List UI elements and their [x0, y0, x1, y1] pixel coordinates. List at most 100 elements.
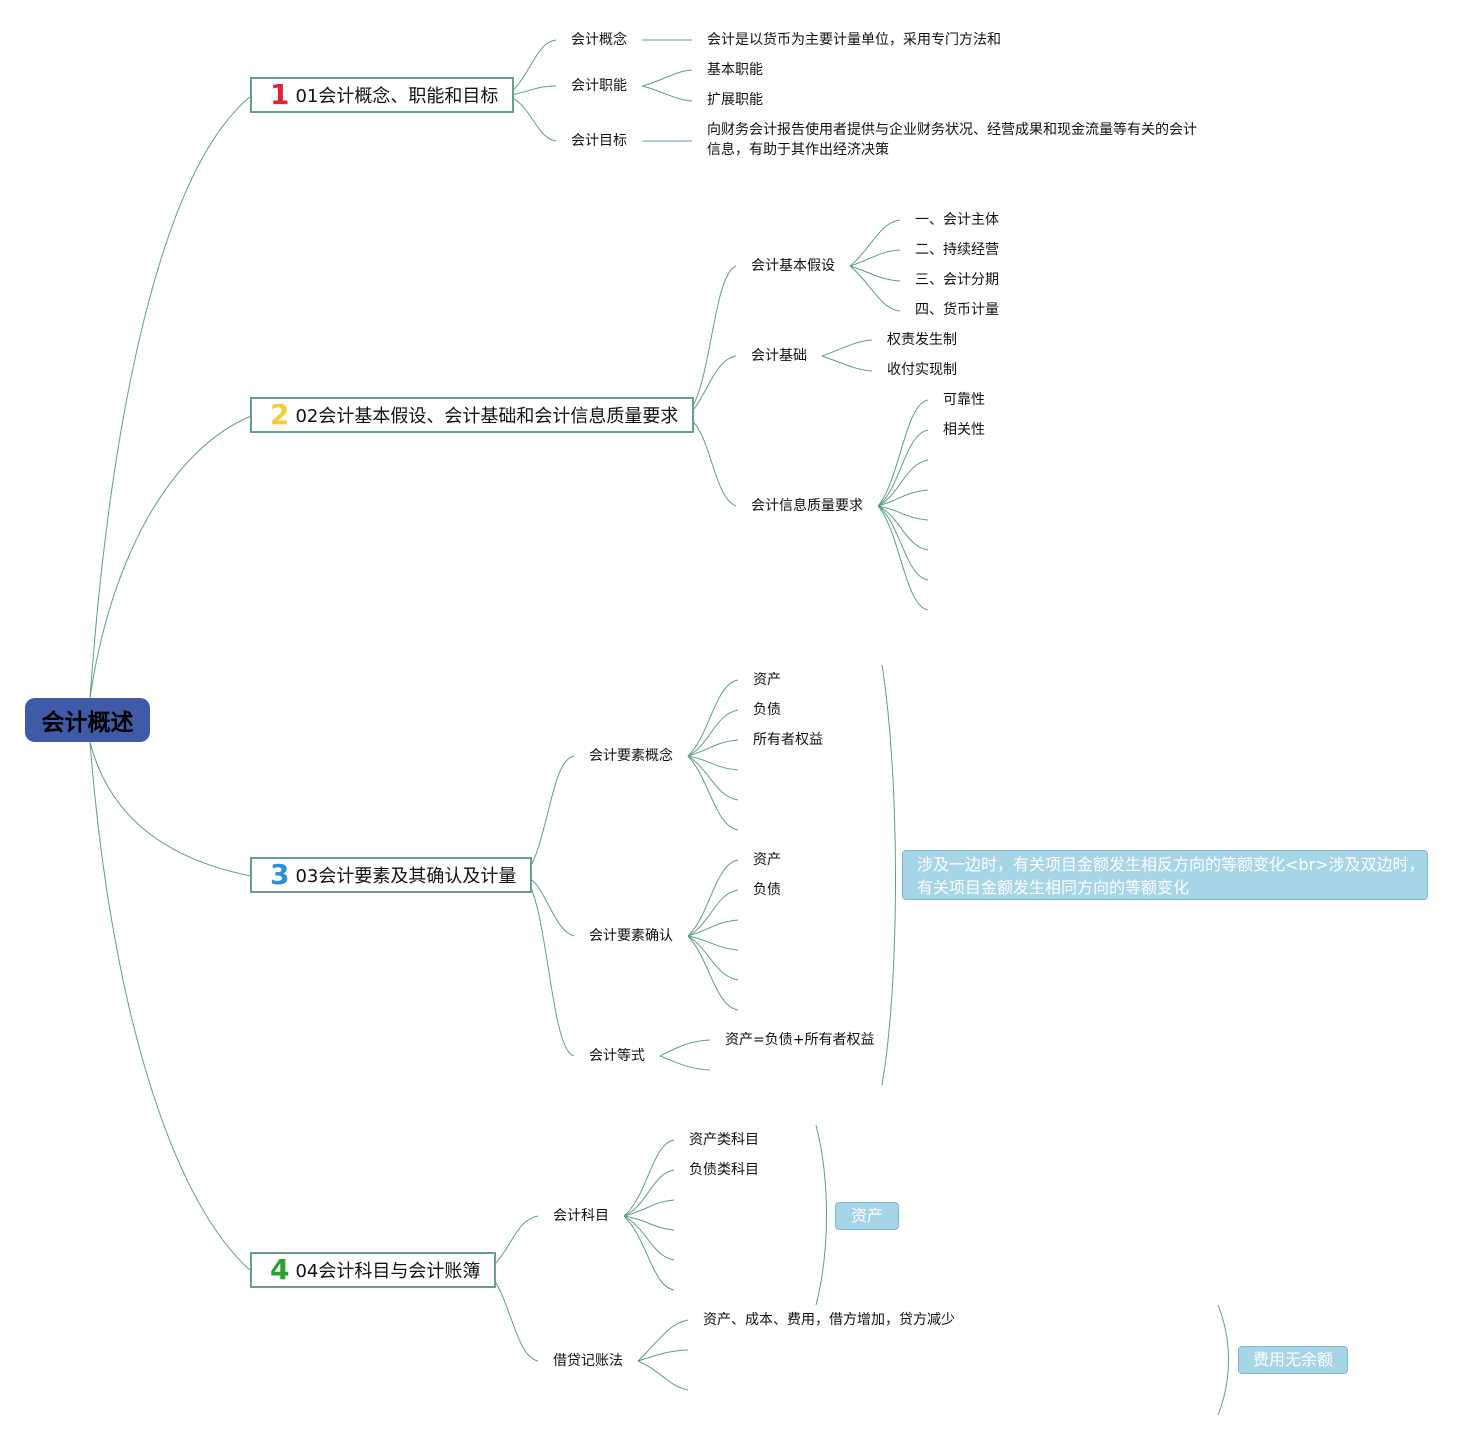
t3-concept-item-3[interactable]: 所有者权益 [753, 732, 823, 748]
connector-t4-d1 [637, 1319, 689, 1362]
connector-t2-q2 [877, 429, 929, 507]
topic-4[interactable]: 4 04会计科目与会计账簿 [250, 1252, 497, 1288]
connector-t1-function-ext [641, 85, 693, 102]
root-topic[interactable]: 会计概述 [25, 698, 150, 742]
t3-concept-item-1[interactable]: 资产 [753, 672, 781, 688]
connector-t3-e1 [659, 1039, 711, 1057]
connector-t2-a2 [849, 249, 901, 267]
connector-t2-q1 [877, 399, 929, 507]
t2-assumption[interactable]: 会计基本假设 [751, 258, 835, 274]
connector-root-topic1 [89, 95, 252, 699]
t1-function-item-basic[interactable]: 基本职能 [707, 62, 763, 78]
connector-t2-q6 [877, 505, 929, 551]
connector-t4-s5 [623, 1215, 675, 1261]
connector-t2-q5 [877, 505, 929, 521]
connector-t4-d3 [637, 1360, 689, 1391]
connector-t4-s4 [623, 1215, 675, 1231]
t3-equation[interactable]: 会计等式 [589, 1048, 645, 1064]
connector-t4-s6 [623, 1215, 675, 1291]
connector-t3-r3 [687, 919, 739, 937]
t3-equation-text[interactable]: 资产=负债+所有者权益 [725, 1032, 875, 1048]
connector-t2-a1 [849, 219, 901, 267]
t3-recognition[interactable]: 会计要素确认 [589, 928, 673, 944]
t2-basis-item-2[interactable]: 收付实现制 [887, 362, 957, 378]
topic-3-label: 03会计要素及其确认及计量 [295, 866, 517, 887]
topic-4-label: 04会计科目与会计账簿 [295, 1261, 481, 1282]
connector-t4-s1 [623, 1139, 675, 1217]
connector-t3-r2 [687, 889, 739, 937]
connector-t4-sbrace [815, 1124, 827, 1306]
connector-root-topic2 [89, 415, 252, 699]
t3-callout-line2: 有关项目金额发生相同方向的等额变化 [917, 878, 1190, 897]
t2-assumption-item-1[interactable]: 一、会计主体 [915, 212, 999, 228]
connector-t3-c5 [687, 755, 739, 801]
connector-t4-d2 [637, 1349, 689, 1362]
connector-t4-s2 [623, 1169, 675, 1217]
connector-t3-c2 [687, 709, 739, 757]
connector-t2-q3 [877, 459, 929, 507]
t3-callout[interactable]: 涉及一边时，有关项目金额发生相反方向的等额变化<br>涉及双边时， 有关项目金额… [902, 850, 1428, 900]
topic-3-number-icon: 3 [270, 858, 290, 891]
t4-debit-credit-text[interactable]: 资产、成本、费用，借方增加，贷方减少 [703, 1312, 955, 1328]
t3-callout-line1: 涉及一边时，有关项目金额发生相反方向的等额变化<br>涉及双边时， [917, 855, 1425, 874]
t4-subjects-callout[interactable]: 资产 [835, 1202, 899, 1230]
topic-2-number-icon: 2 [270, 398, 290, 431]
connector-t3-r4 [687, 935, 739, 951]
connector-t2-q7 [877, 505, 929, 581]
connector-t3-c3 [687, 739, 739, 757]
connector-t3-equation [523, 875, 575, 1057]
t2-basis-item-1[interactable]: 权责发生制 [887, 332, 957, 348]
t1-goal-text-line2[interactable]: 信息，有助于其作出经济决策 [707, 142, 889, 158]
t1-goal-text-line1[interactable]: 向财务会计报告使用者提供与企业财务状况、经营成果和现金流量等有关的会计 [707, 122, 1197, 138]
topic-1-label: 01会计概念、职能和目标 [295, 86, 499, 107]
connector-t3-r5 [687, 935, 739, 981]
t2-assumption-item-4[interactable]: 四、货币计量 [915, 302, 999, 318]
t1-goal[interactable]: 会计目标 [571, 133, 627, 149]
connector-t3-r6 [687, 935, 739, 1011]
t3-recognition-item-1[interactable]: 资产 [753, 852, 781, 868]
t1-function[interactable]: 会计职能 [571, 78, 627, 94]
t4-debit-credit[interactable]: 借贷记账法 [553, 1353, 623, 1369]
connector-root-topic3 [89, 741, 252, 877]
connector-t2-q8 [877, 505, 929, 611]
connector-t3-c6 [687, 755, 739, 831]
topic-1-number-icon: 1 [270, 78, 290, 111]
t4-subject-item-2[interactable]: 负债类科目 [689, 1162, 759, 1178]
t1-concept[interactable]: 会计概念 [571, 32, 627, 48]
t3-recognition-item-2[interactable]: 负债 [753, 882, 781, 898]
topic-1[interactable]: 1 01会计概念、职能和目标 [250, 77, 515, 113]
connector-t2-a4 [849, 265, 901, 312]
connector-t2-b2 [821, 355, 873, 372]
topic-2-label: 02会计基本假设、会计基础和会计信息质量要求 [295, 406, 679, 427]
t1-function-item-ext[interactable]: 扩展职能 [707, 92, 763, 108]
connector-t4-dbrace [1217, 1304, 1229, 1416]
connector-t3-c4 [687, 755, 739, 771]
t2-assumption-item-2[interactable]: 二、持续经营 [915, 242, 999, 258]
t2-assumption-item-3[interactable]: 三、会计分期 [915, 272, 999, 288]
connector-t4-s3 [623, 1199, 675, 1217]
t2-basis[interactable]: 会计基础 [751, 348, 807, 364]
t1-concept-text[interactable]: 会计是以货币为主要计量单位，采用专门方法和 [707, 32, 1001, 48]
connector-t3-brace [881, 664, 896, 1086]
connector-t3-c1 [687, 679, 739, 757]
topic-2[interactable]: 2 02会计基本假设、会计基础和会计信息质量要求 [250, 397, 695, 433]
t4-subjects[interactable]: 会计科目 [553, 1208, 609, 1224]
t3-concept-item-2[interactable]: 负债 [753, 702, 781, 718]
t2-quality-item-2[interactable]: 相关性 [943, 422, 985, 438]
topic-3[interactable]: 3 03会计要素及其确认及计量 [250, 857, 533, 893]
connector-t2-b1 [821, 339, 873, 357]
t4-debit-callout[interactable]: 费用无余额 [1238, 1346, 1348, 1374]
connector-t2-q4 [877, 489, 929, 507]
topic-4-number-icon: 4 [270, 1253, 290, 1286]
connector-t1-function-basic [641, 69, 693, 87]
t4-subject-item-1[interactable]: 资产类科目 [689, 1132, 759, 1148]
connector-t2-a3 [849, 265, 901, 282]
connector-t3-r1 [687, 859, 739, 937]
t3-concept[interactable]: 会计要素概念 [589, 748, 673, 764]
t2-quality-item-1[interactable]: 可靠性 [943, 392, 985, 408]
connector-root-topic4 [89, 741, 252, 1272]
connector-t3-e2 [659, 1055, 711, 1071]
t2-quality[interactable]: 会计信息质量要求 [751, 498, 863, 514]
connector-t2-assumption [685, 265, 737, 417]
